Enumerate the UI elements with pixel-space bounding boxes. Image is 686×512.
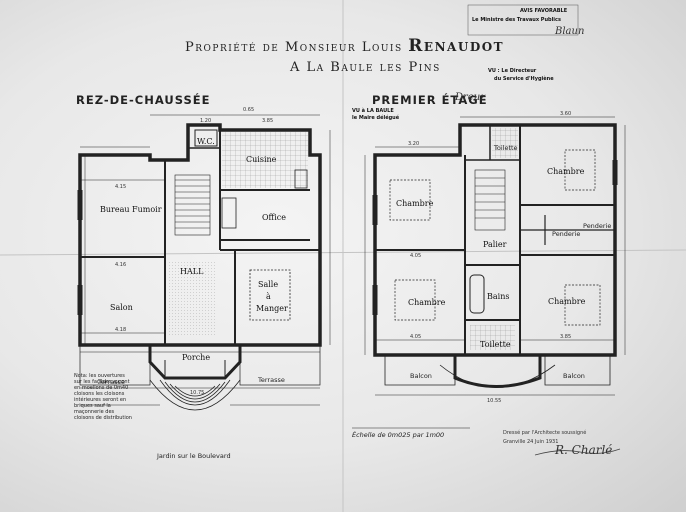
title-location: A La Baule les Pins [290, 60, 441, 75]
stamp-avis-title: AVIS FAVORABLE [520, 8, 568, 14]
heading-first-floor: PREMIER ÉTAGE [372, 93, 488, 107]
dim-g-salon-width: 4.18 [115, 327, 127, 333]
room-terrasse-right: Terrasse [258, 376, 285, 384]
room-penderie-2: Penderie [583, 222, 612, 230]
dim-g-top-2: 1.20 [200, 118, 212, 124]
construction-note: Nota: les ouvertures sur les façades aur… [74, 373, 132, 421]
room-wc: W.C. [197, 137, 215, 146]
title-owner-name: Renaudot [408, 36, 505, 56]
room-toilette-top: Toilette [494, 144, 518, 152]
room-bureau-fumoir: Bureau Fumoir [100, 205, 162, 214]
room-hall: HALL [180, 267, 204, 276]
stamp-avis-ministre: Le Ministre des Travaux Publics [472, 17, 561, 23]
room-cuisine: Cuisine [246, 155, 277, 164]
room-chambre-bottom-left: Chambre [408, 298, 446, 307]
first-floor-plan [364, 116, 626, 396]
title-owner: Propriété de Monsieur Louis Renaudot [185, 36, 504, 56]
dim-f-top-1: 3.20 [408, 141, 420, 147]
dim-g-top-1: 0.65 [243, 107, 255, 113]
room-palier: Palier [483, 240, 507, 249]
room-penderie-1: Penderie [552, 230, 581, 238]
dim-g-width-lower: 4.16 [115, 262, 127, 268]
dim-g-top-3: 3.85 [262, 118, 274, 124]
stamp-vu-baule: VU à LA BAULE [352, 108, 394, 114]
stamp-maire: le Maire délégué [352, 115, 400, 121]
room-chambre-bottom-right: Chambre [548, 297, 586, 306]
handwritten-signature-top: Blaun [555, 26, 585, 37]
architect-signature: R. Charlé [555, 443, 613, 457]
ground-floor-plan [77, 114, 331, 411]
room-bains: Bains [487, 292, 510, 301]
room-salle-a-manger-3: Manger [256, 304, 288, 313]
garden-label: Jardin sur le Boulevard [157, 452, 231, 460]
room-balcon-left: Balcon [410, 372, 432, 380]
architect-line-2: Granville 24 Juin 1931 [503, 439, 559, 445]
stamp-vu-hygiene: du Service d'Hygiène [494, 76, 554, 82]
dim-f-width-left: 4.05 [410, 253, 422, 259]
room-porche: Porche [182, 353, 211, 362]
heading-ground-floor: REZ-DE-CHAUSSÉE [76, 93, 211, 107]
room-balcon-right: Balcon [563, 372, 585, 380]
dim-f-top-2: 3.60 [560, 111, 572, 117]
dim-f-total: 10.55 [487, 398, 502, 404]
room-toilette-bottom: Toilette [480, 340, 511, 349]
dim-g-width-upper: 4.15 [115, 184, 127, 190]
handwritten-signature-mid: Dreuz [455, 92, 486, 103]
stamp-vu-directeur: VU : Le Directeur [488, 68, 537, 74]
room-chambre-top-right: Chambre [547, 167, 585, 176]
room-office: Office [262, 213, 287, 222]
architect-line-1: Dressé par l'Architecte soussigné [503, 430, 587, 436]
room-terrasse-left: Terrasse [98, 378, 125, 386]
room-salle-a-manger-2: à [266, 292, 271, 301]
title-owner-text: Propriété de Monsieur Louis [185, 40, 403, 55]
approval-stamp-frame [467, 4, 579, 36]
dim-f-width-right: 3.85 [560, 334, 572, 340]
dim-f-width-left-b: 4.05 [410, 334, 422, 340]
room-salon: Salon [110, 303, 133, 312]
scale-label: Échelle de 0m025 par 1m00 [352, 431, 445, 439]
room-salle-a-manger-1: Salle [258, 280, 279, 289]
dim-g-total: 10.75 [190, 390, 205, 396]
signature-flourish [534, 448, 621, 456]
room-chambre-top-left: Chambre [396, 199, 434, 208]
